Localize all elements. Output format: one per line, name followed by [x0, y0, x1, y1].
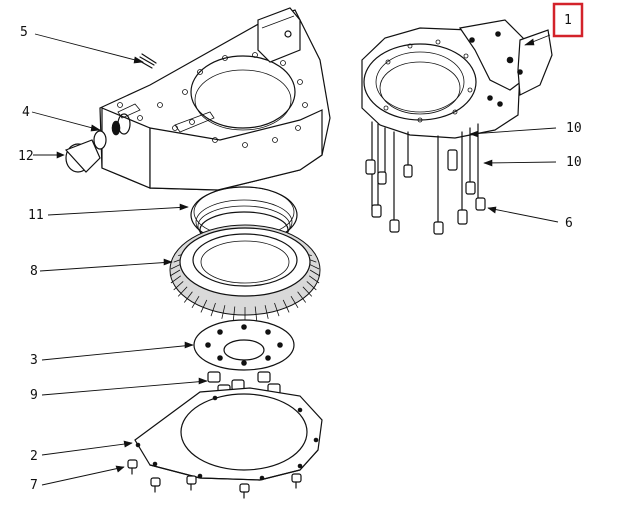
gear-tooth — [170, 275, 182, 284]
callout-12: 12 — [18, 149, 34, 164]
callout-3: 3 — [30, 353, 38, 368]
gear-tooth — [290, 295, 299, 309]
callout-7: 7 — [30, 478, 38, 493]
gear-tooth — [306, 281, 317, 291]
gear-tooth — [191, 295, 200, 309]
gear-tooth — [302, 286, 313, 297]
gear-tooth — [210, 302, 216, 317]
callout-1: 1 — [564, 13, 572, 28]
callout-5: 5 — [20, 25, 28, 40]
callout-8: 8 — [30, 264, 38, 279]
gear-tooth — [264, 305, 269, 319]
callout-10-lower: 10 — [566, 155, 582, 170]
gear-tooth — [274, 302, 280, 317]
gear-part — [169, 224, 321, 321]
callout-6: 6 — [565, 216, 573, 231]
housing-part — [64, 7, 331, 191]
screws-part — [127, 459, 302, 499]
gear-tooth — [221, 305, 226, 319]
gear-tooth — [200, 299, 208, 313]
callout-4: 4 — [22, 105, 30, 120]
callout-1-highlight-box — [552, 2, 584, 38]
gear-tooth — [309, 263, 320, 270]
base-plate-part — [134, 387, 323, 481]
plug-part — [64, 113, 131, 173]
callout-2: 2 — [30, 449, 38, 464]
gear-tooth — [308, 275, 320, 284]
gear-tooth — [232, 306, 236, 321]
callout-11: 11 — [28, 208, 44, 223]
callout-9: 9 — [30, 388, 38, 403]
flange-part — [361, 19, 553, 235]
leader-lines — [31, 33, 559, 486]
washer-plate-part — [193, 319, 295, 371]
leader-arrowheads — [56, 38, 535, 473]
callout-10-upper: 10 — [566, 121, 582, 136]
gear-tooth — [170, 263, 181, 270]
flange-bolts — [365, 121, 486, 235]
gear-tooth — [169, 269, 181, 277]
gear-tooth — [309, 269, 321, 277]
gear-tooth — [173, 281, 184, 291]
gear-tooth — [282, 299, 290, 313]
gear-tooth — [177, 286, 188, 297]
gear-tooth — [297, 291, 307, 303]
gear-tooth — [254, 306, 258, 321]
gear-tooth — [183, 291, 193, 303]
